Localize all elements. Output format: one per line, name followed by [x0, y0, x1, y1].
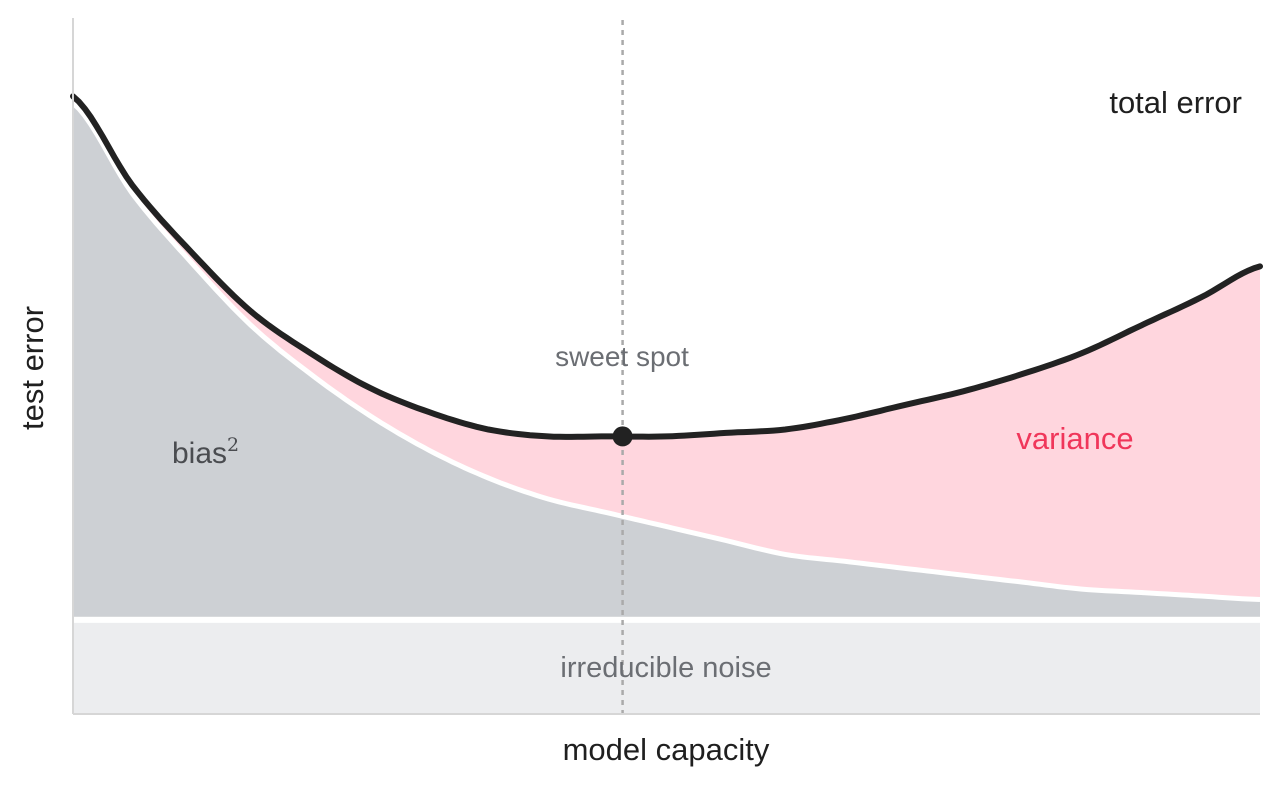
bias-boundary-line: [71, 101, 1261, 602]
y-axis-label: test error: [15, 306, 50, 430]
variance-label: variance: [1016, 421, 1133, 456]
x-axis-label: model capacity: [563, 732, 770, 767]
bias-label-text: bias: [172, 437, 227, 470]
bias-label-superscript: 2: [227, 434, 239, 456]
irreducible-noise-label: irreducible noise: [560, 652, 771, 684]
variance-area: [73, 96, 1260, 600]
bias-label: bias2: [172, 434, 239, 470]
sweet-spot-marker: [612, 426, 633, 447]
sweet-spot-label: sweet spot: [555, 341, 689, 372]
noise-band: [73, 616, 1260, 714]
total-error-label: total error: [1109, 85, 1242, 120]
total-error-line: [70, 93, 1263, 440]
bias-area: [73, 103, 1260, 617]
